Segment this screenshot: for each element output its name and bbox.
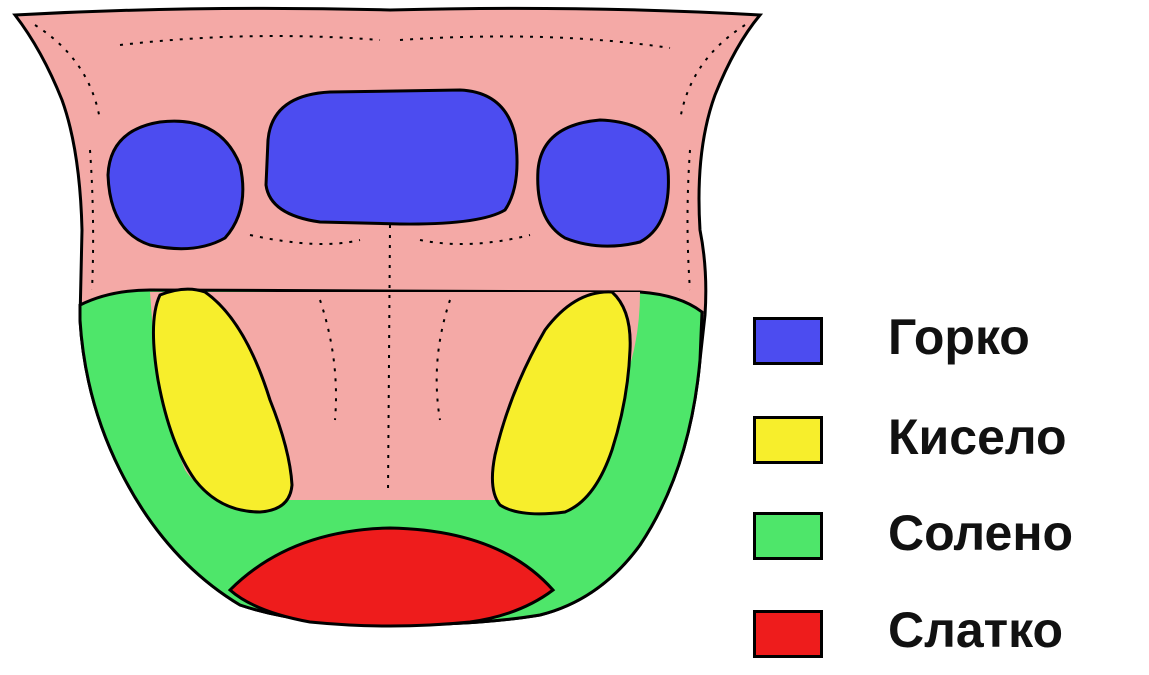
legend-label-sweet: Слатко [888, 605, 1063, 655]
bitter-zone-center [266, 90, 517, 224]
legend-swatch-bitter [753, 317, 823, 365]
bitter-zone-left [108, 121, 243, 249]
legend-swatch-sweet [753, 610, 823, 658]
legend-swatch-sour [753, 416, 823, 464]
bitter-zone-right [538, 120, 669, 246]
legend-label-salty: Солено [888, 508, 1073, 558]
legend-label-sour: Кисело [888, 412, 1067, 462]
legend-label-bitter: Горко [888, 312, 1030, 362]
legend-swatch-salty [753, 512, 823, 560]
